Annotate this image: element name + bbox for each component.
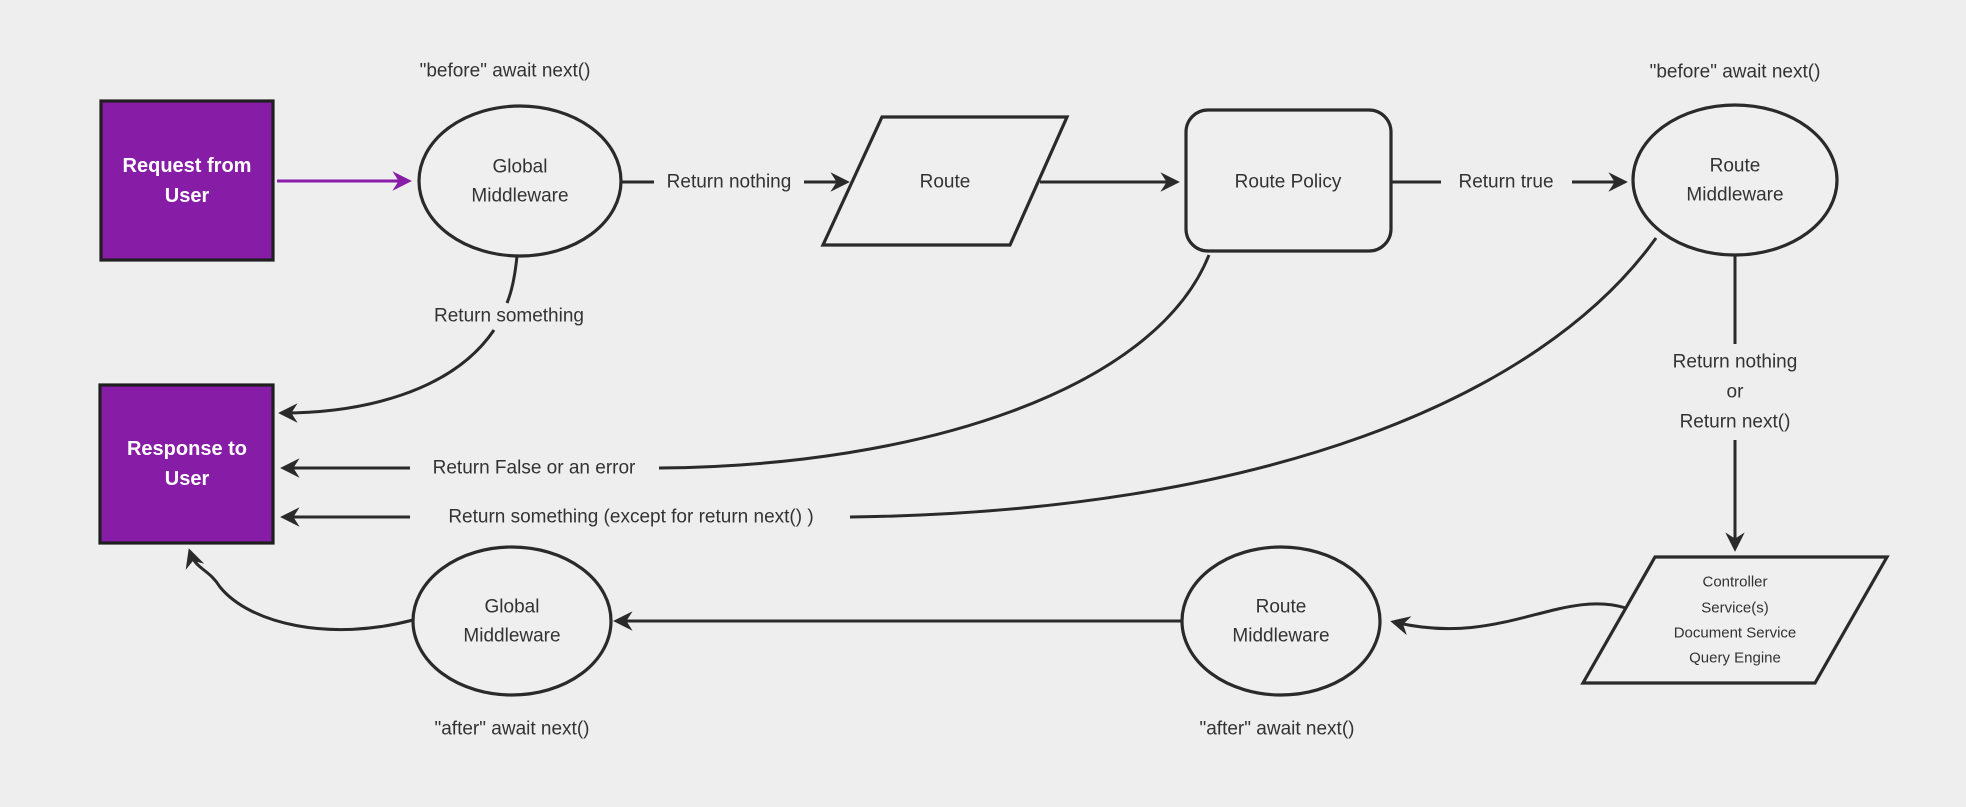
route-middleware-top-label-line2: Middleware [1686, 185, 1783, 206]
global-middleware-bottom-label-line2: Middleware [463, 626, 560, 647]
controller-services-label-line2: Service(s) [1701, 600, 1769, 617]
route-middleware-bottom-node: Route Middleware [1180, 545, 1382, 697]
request-from-user-label-line1: Request from [123, 155, 252, 177]
route-middleware-bottom-label-line1: Route [1256, 597, 1307, 618]
route-policy-label: Route Policy [1235, 172, 1342, 193]
controller-services-label-line4: Query Engine [1689, 650, 1781, 667]
edge-global-middleware-bottom-to-response [185, 548, 414, 631]
label-before-await-next-right: "before" await next() [1650, 62, 1821, 83]
request-from-user-shape [99, 99, 275, 262]
edge-global-middleware-to-response-segment [505, 255, 519, 304]
route-label: Route [920, 172, 971, 193]
label-before-await-next-left: "before" await next() [420, 61, 591, 82]
label-return-nothing-or-next-line2: or [1727, 382, 1745, 403]
edge-route-policy-to-response-curve [658, 254, 1211, 470]
request-from-user-node: Request from User [99, 99, 275, 262]
global-middleware-top-node: Global Middleware [417, 104, 623, 258]
route-policy-node: Route Policy [1184, 108, 1393, 253]
nodes: Request from User Global Middleware Rout… [98, 99, 1890, 697]
global-middleware-top-label-line1: Global [493, 157, 548, 178]
label-return-nothing-or-next-line1: Return nothing [1673, 352, 1798, 373]
route-middleware-top-label-line1: Route [1710, 156, 1761, 177]
controller-services-label-line1: Controller [1702, 574, 1767, 591]
response-to-user-label-line1: Response to [127, 438, 247, 460]
controller-services-label-line3: Document Service [1674, 625, 1797, 642]
edge-labels: "before" await next() "before" await nex… [420, 61, 1821, 740]
label-return-false-or-error: Return False or an error [433, 458, 636, 479]
route-middleware-top-shape [1631, 103, 1839, 257]
route-node: Route [820, 115, 1070, 247]
label-return-nothing: Return nothing [667, 172, 792, 193]
controller-services-node: Controller Service(s) Document Service Q… [1580, 555, 1890, 685]
route-shape [820, 115, 1070, 247]
label-return-something-except: Return something (except for return next… [448, 507, 813, 528]
edges [185, 171, 1745, 636]
edge-global-middleware-to-response-arrow [278, 329, 496, 423]
edge-route-middleware-to-response-curve [849, 237, 1658, 519]
request-from-user-label-line2: User [165, 185, 210, 207]
label-return-something: Return something [434, 306, 584, 327]
response-to-user-label-line2: User [165, 468, 210, 490]
label-return-nothing-or-next-line3: Return next() [1680, 412, 1791, 433]
route-policy-shape [1184, 108, 1393, 253]
response-to-user-node: Response to User [98, 383, 275, 545]
edge-controller-to-route-middleware-bottom [1390, 602, 1627, 636]
label-after-await-next-left: "after" await next() [435, 719, 590, 740]
controller-services-shape [1580, 555, 1890, 685]
global-middleware-bottom-label-line1: Global [485, 597, 540, 618]
route-middleware-top-node: Route Middleware [1631, 103, 1839, 257]
global-middleware-bottom-node: Global Middleware [411, 545, 613, 697]
route-middleware-bottom-label-line2: Middleware [1232, 626, 1329, 647]
response-to-user-shape [98, 383, 275, 545]
label-after-await-next-mid: "after" await next() [1200, 719, 1355, 740]
global-middleware-bottom-shape [411, 545, 613, 697]
label-return-true: Return true [1458, 172, 1553, 193]
global-middleware-top-shape [417, 104, 623, 258]
global-middleware-top-label-line2: Middleware [471, 186, 568, 207]
route-middleware-bottom-shape [1180, 545, 1382, 697]
